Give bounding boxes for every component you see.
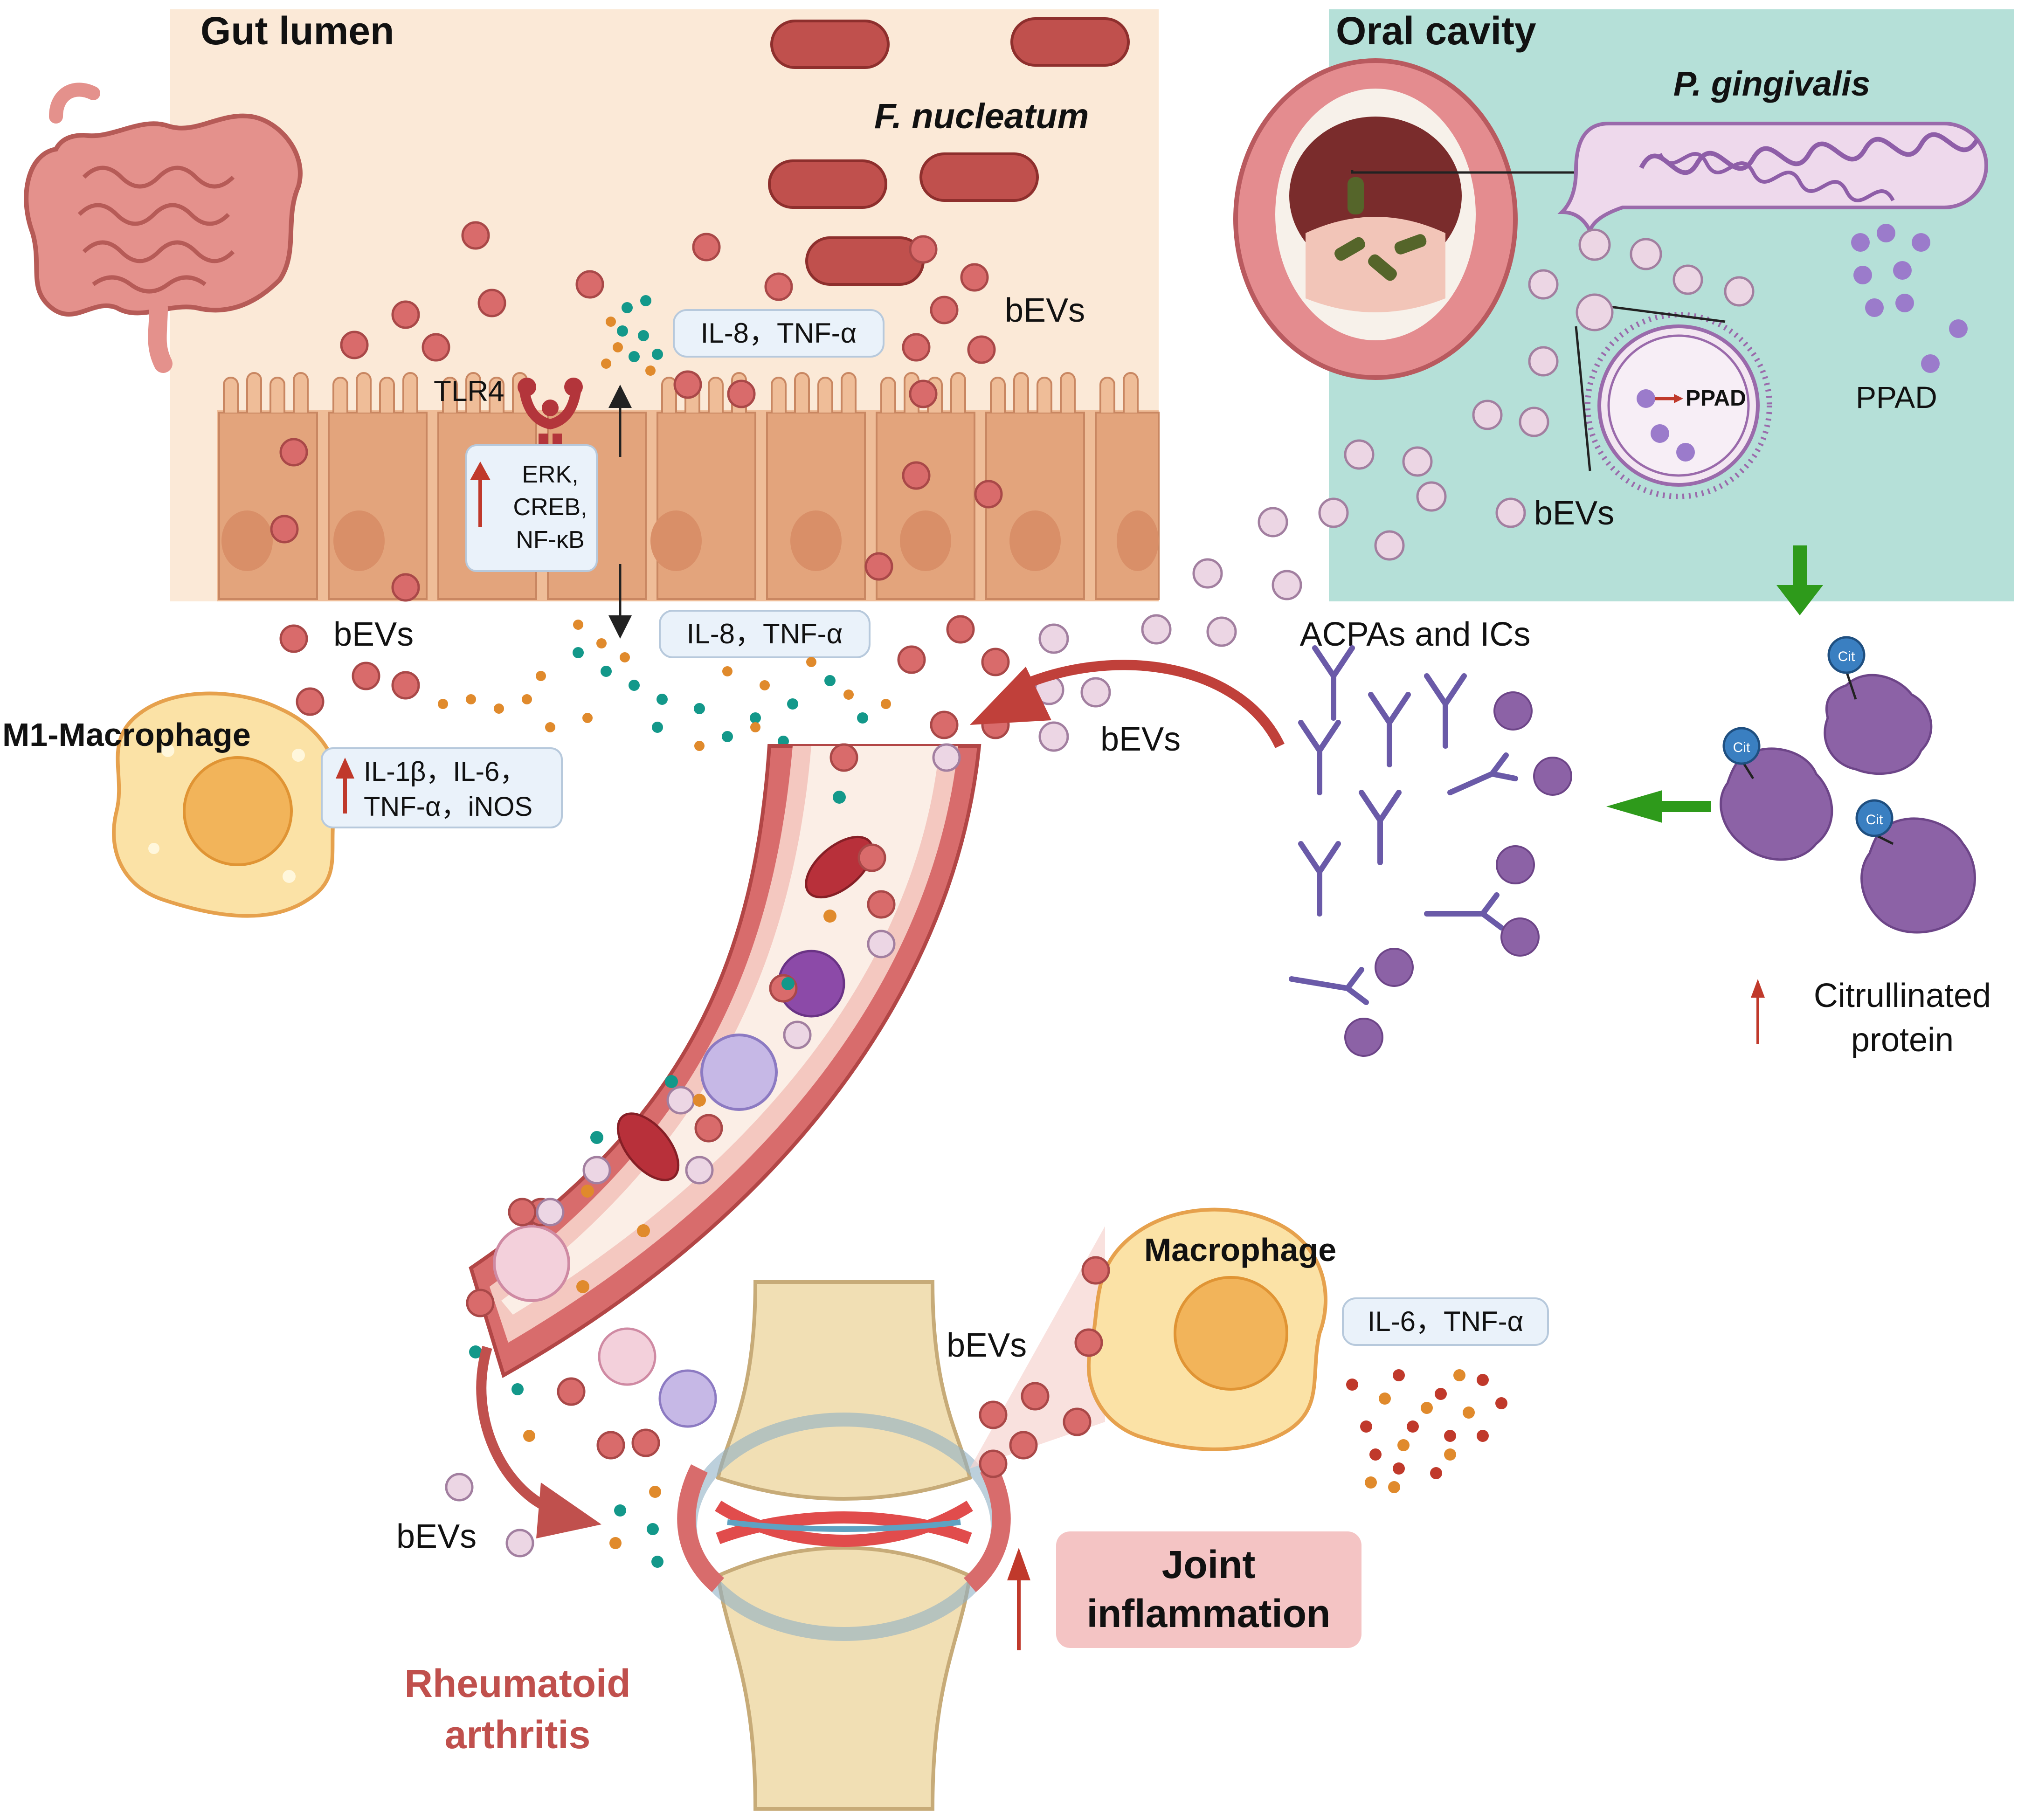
m1-macrophage-title: M1-Macrophage bbox=[2, 717, 251, 753]
joint-right-vesicles bbox=[979, 1256, 1110, 1478]
acpa-to-vessel-arrow bbox=[970, 660, 1285, 748]
vessel-vesicles bbox=[466, 743, 961, 1358]
cytokine-pill-top-text: IL-8，TNF-α bbox=[701, 317, 857, 349]
joint-left-bevs-label: bEVs bbox=[396, 1518, 477, 1555]
m1-macrophage-cell bbox=[112, 691, 340, 918]
gut-bevs-vesicles bbox=[270, 221, 1010, 772]
blood-cells bbox=[493, 835, 874, 1302]
intestinal-epithelium bbox=[217, 372, 1160, 601]
oral-bevs-label: bEVs bbox=[1534, 495, 1614, 532]
citrullinated-up-arrow bbox=[1751, 979, 1765, 1044]
knee-joint bbox=[677, 1280, 1011, 1811]
cit-tag-2: Cit bbox=[1733, 740, 1750, 755]
ra-line2: arthritis bbox=[445, 1713, 591, 1757]
signaling-item-2: CREB, bbox=[513, 494, 587, 521]
green-arrow-down bbox=[1776, 545, 1823, 615]
joint-left-vesicles bbox=[445, 1327, 717, 1568]
gut-bevs-label: bEVs bbox=[1005, 292, 1085, 329]
cytokine-pill-bottom bbox=[659, 610, 871, 658]
joint-right-bevs-label: bEVs bbox=[947, 1327, 1027, 1364]
ra-line1: Rheumatoid bbox=[404, 1661, 630, 1705]
gut-bevs-below-label: bEVs bbox=[333, 616, 414, 653]
p-gingivalis-label: P. gingivalis bbox=[1673, 64, 1870, 103]
joint-cytokine-pill bbox=[1342, 1297, 1549, 1346]
omv-ppad-label: PPAD bbox=[1686, 386, 1746, 411]
oral-bevs-vesicles bbox=[1034, 228, 1755, 752]
ppad-dots bbox=[1851, 224, 1968, 373]
cytokine-pill-bottom-text: IL-8，TNF-α bbox=[687, 618, 843, 649]
cit-tag-3: Cit bbox=[1866, 812, 1883, 827]
joint-inflammation-box bbox=[1056, 1531, 1361, 1648]
gut-cytokine-dots bbox=[438, 295, 891, 751]
m1-cytokine-line2: TNF-α，iNOS bbox=[364, 792, 532, 822]
joint-cytokine-dots bbox=[1346, 1369, 1507, 1493]
signaling-item-1: ERK, bbox=[522, 461, 578, 488]
mouth-to-pg-connector bbox=[1351, 170, 1611, 174]
green-arrow-left bbox=[1606, 790, 1711, 823]
acpas-label: ACPAs and ICs bbox=[1300, 616, 1531, 653]
joint-inflammation-up-arrow bbox=[1007, 1548, 1030, 1650]
omv-callout-1 bbox=[1599, 304, 1726, 323]
center-bevs-label: bEVs bbox=[1100, 721, 1181, 758]
signaling-box bbox=[465, 444, 598, 572]
gut-lumen-title: Gut lumen bbox=[200, 9, 394, 53]
joint-cytokine-text: IL-6，TNF-α bbox=[1368, 1306, 1524, 1337]
citrullinated-proteins bbox=[1720, 636, 1976, 934]
cit-tag-1: Cit bbox=[1838, 649, 1855, 664]
joint-macrophage-title: Macrophage bbox=[1144, 1232, 1336, 1268]
mouth-icon bbox=[1233, 58, 1518, 380]
antibodies-cluster bbox=[1289, 645, 1518, 1005]
citrullinated-line1: Citrullinated bbox=[1814, 977, 1991, 1014]
citrullinated-line2: protein bbox=[1851, 1021, 1954, 1059]
cytokine-pill-top bbox=[673, 309, 885, 358]
vessel-to-joint-arrow bbox=[476, 1345, 601, 1538]
omv-vesicle bbox=[1585, 312, 1772, 499]
joint-macrophage-cell bbox=[1086, 1207, 1327, 1451]
f-nucleatum-bacteria bbox=[768, 17, 1130, 286]
joint-inflammation-line1: Joint bbox=[1162, 1543, 1256, 1586]
joint-inflammation-line2: inflammation bbox=[1087, 1592, 1331, 1635]
omv-callout-2 bbox=[1575, 326, 1591, 471]
ppad-label: PPAD bbox=[1856, 380, 1937, 414]
p-gingivalis-bacterium bbox=[1557, 122, 1988, 236]
tlr4-label: TLR4 bbox=[434, 375, 504, 407]
signaling-item-3: NF-κB bbox=[516, 526, 584, 553]
m1-cytokine-line1: IL-1β，IL-6， bbox=[364, 757, 526, 787]
m1-cytokine-box bbox=[321, 747, 563, 828]
intestine-icon bbox=[24, 83, 303, 373]
oral-cavity-title: Oral cavity bbox=[1336, 9, 1536, 53]
f-nucleatum-label: F. nucleatum bbox=[874, 97, 1089, 136]
immune-complexes bbox=[1344, 691, 1572, 1057]
